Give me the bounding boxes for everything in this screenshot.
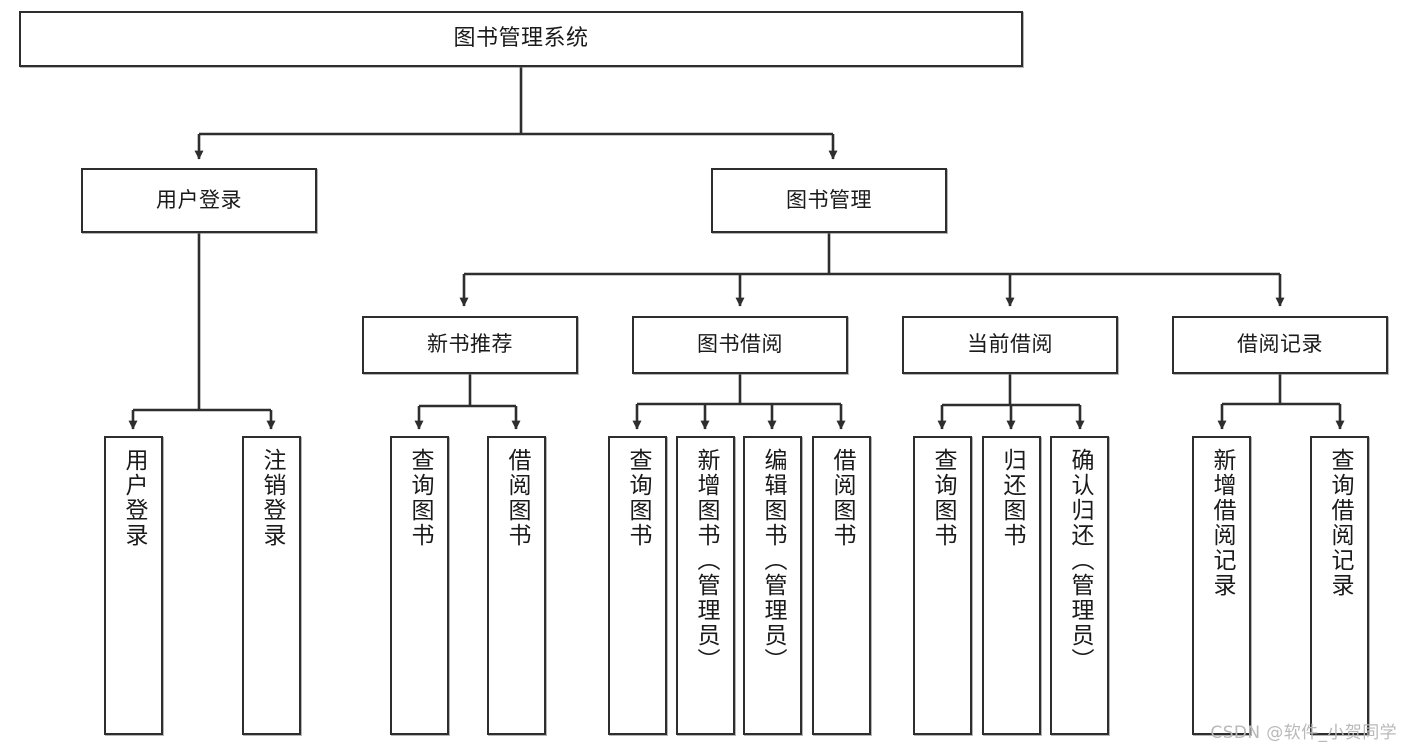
node-label: 借阅图书	[829, 448, 855, 548]
node-label: 确认归还（管理员）	[1067, 448, 1093, 673]
node-label: 图书管理	[786, 187, 872, 212]
node-root-system[interactable]: 图书管理系统	[19, 11, 1023, 67]
node-label: 借阅记录	[1237, 332, 1323, 357]
node-label: 查询图书	[625, 448, 651, 548]
node-label: 图书借阅	[697, 332, 783, 357]
leaf-logout[interactable]: 注销登录	[242, 436, 301, 735]
node-label: 图书管理系统	[453, 25, 589, 51]
node-user-login[interactable]: 用户登录	[81, 168, 317, 233]
node-label: 归还图书	[999, 448, 1025, 548]
leaf-query-book-recommend[interactable]: 查询图书	[390, 436, 449, 735]
node-current-borrow[interactable]: 当前借阅	[902, 316, 1118, 374]
leaf-return-book[interactable]: 归还图书	[982, 436, 1041, 735]
node-label: 新书推荐	[427, 332, 513, 357]
leaf-confirm-return[interactable]: 确认归还（管理员）	[1050, 436, 1109, 735]
node-label: 注销登录	[259, 448, 285, 548]
leaf-query-book-current[interactable]: 查询图书	[913, 436, 972, 735]
node-book-manage[interactable]: 图书管理	[711, 168, 947, 233]
node-new-book-recommend[interactable]: 新书推荐	[362, 316, 578, 374]
leaf-add-borrow-record[interactable]: 新增借阅记录	[1192, 436, 1251, 735]
leaf-add-book[interactable]: 新增图书（管理员）	[676, 436, 735, 735]
node-label: 用户登录	[121, 448, 147, 548]
csdn-watermark: CSDN @软件_小贺同学	[1210, 723, 1397, 743]
node-book-borrow[interactable]: 图书借阅	[632, 316, 848, 374]
node-label: 查询借阅记录	[1327, 448, 1353, 598]
node-label: 借阅图书	[504, 448, 530, 548]
node-borrow-record[interactable]: 借阅记录	[1172, 316, 1388, 374]
node-label: 新增图书（管理员）	[693, 448, 719, 673]
node-label: 新增借阅记录	[1209, 448, 1235, 598]
leaf-query-borrow-record[interactable]: 查询借阅记录	[1310, 436, 1369, 735]
leaf-query-book-borrow[interactable]: 查询图书	[608, 436, 667, 735]
leaf-user-login[interactable]: 用户登录	[104, 436, 163, 735]
node-label: 用户登录	[156, 187, 242, 212]
node-label: 编辑图书（管理员）	[760, 448, 786, 673]
leaf-borrow-book-recommend[interactable]: 借阅图书	[487, 436, 546, 735]
leaf-edit-book[interactable]: 编辑图书（管理员）	[743, 436, 802, 735]
node-label: 当前借阅	[967, 332, 1053, 357]
node-label: 查询图书	[930, 448, 956, 548]
leaf-borrow-book[interactable]: 借阅图书	[812, 436, 871, 735]
node-label: 查询图书	[407, 448, 433, 548]
